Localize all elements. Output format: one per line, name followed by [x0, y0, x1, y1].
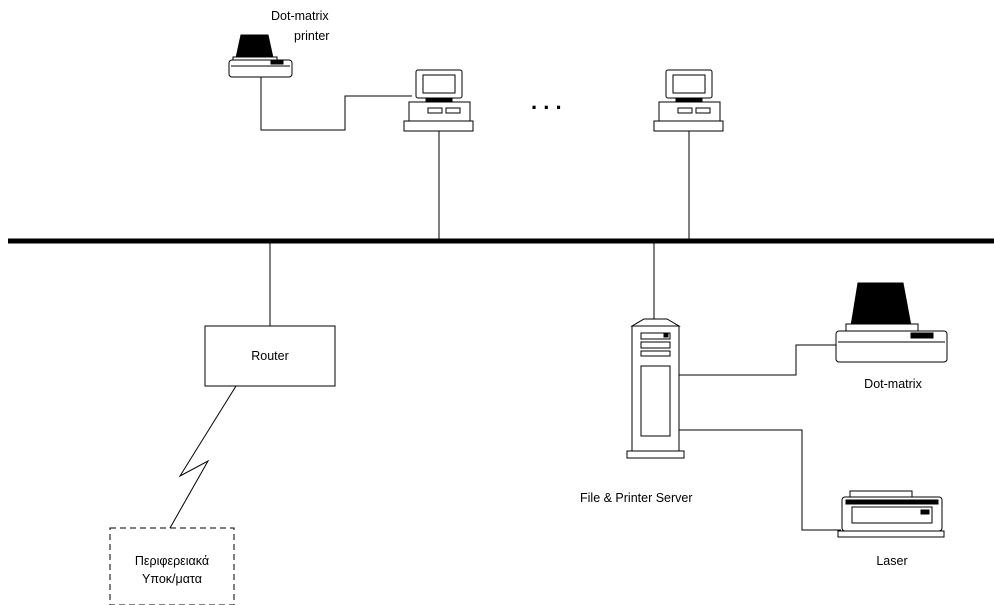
- server-label: File & Printer Server: [580, 491, 693, 505]
- dot-matrix-printer-icon: [836, 283, 947, 362]
- more-workstations-ellipsis: . . .: [531, 89, 562, 114]
- server-to-laser-wire: [679, 430, 841, 530]
- server-tower-icon: [627, 319, 684, 458]
- top-printer-label-line1: Dot-matrix: [271, 9, 329, 23]
- dot-matrix-label: Dot-matrix: [864, 377, 922, 391]
- workstation-2-icon: [654, 70, 723, 131]
- top-printer-label-line2: printer: [294, 29, 329, 43]
- printer-to-workstation-wire: [261, 77, 412, 130]
- remote-subnets-label-line1: Περιφερειακά: [135, 554, 209, 568]
- remote-subnets-label-line2: Υποκ/ματα: [142, 572, 202, 586]
- router-label: Router: [251, 349, 289, 363]
- wan-link-lightning: [170, 386, 236, 528]
- top-dot-matrix-printer-icon: [229, 35, 292, 77]
- laser-label: Laser: [876, 554, 907, 568]
- workstation-1-icon: [404, 70, 473, 131]
- server-to-dot-matrix-wire: [679, 345, 836, 375]
- laser-printer-icon: [838, 491, 944, 537]
